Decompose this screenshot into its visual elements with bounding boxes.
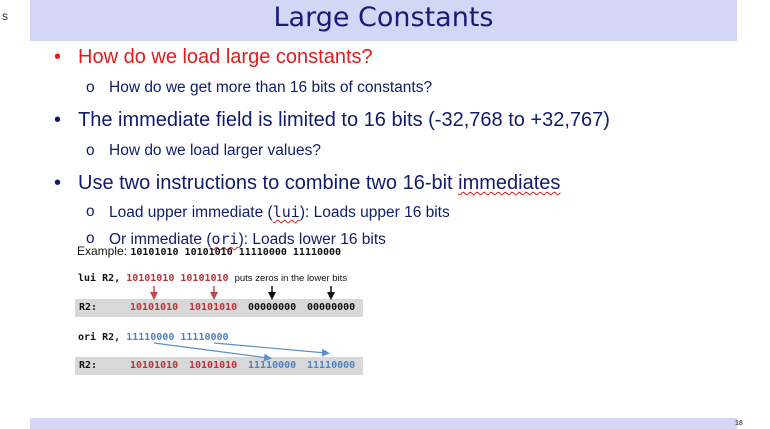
ori-desc-end: ): Loads lower 16 bits bbox=[238, 231, 386, 248]
r2-ori-byte-4: 11110000 bbox=[307, 360, 356, 371]
r2-ori-byte-1: 10101010 bbox=[130, 360, 179, 371]
sub-bullet-symbol: o bbox=[86, 230, 95, 247]
sub-bullet-symbol: o bbox=[86, 79, 95, 96]
sub-bullet-symbol: o bbox=[86, 203, 95, 220]
example-label: Example: bbox=[77, 244, 131, 258]
r2-after-lui: R2: 10101010 10101010 00000000 00000000 bbox=[75, 299, 363, 317]
ori-instruction-line: ori R2, 11110000 11110000 bbox=[78, 332, 229, 343]
bullet-2-text: The immediate field is limited to 16 bit… bbox=[78, 109, 610, 131]
title-bar: Large Constants bbox=[30, 0, 737, 41]
r2-label: R2: bbox=[79, 360, 98, 371]
bullet-3-sub-1-text: Load upper immediate (lui): Loads upper … bbox=[109, 203, 450, 222]
lui-code: lui bbox=[272, 203, 300, 221]
example-value: 10101010 10101010 11110000 11110000 bbox=[130, 247, 342, 258]
bullet-1-sub-1-text: How do we get more than 16 bits of const… bbox=[109, 79, 433, 96]
lui-immediate-2: 10101010 bbox=[180, 273, 229, 284]
bullet-3-text: Use two instructions to combine two 16-b… bbox=[78, 172, 560, 195]
footer-bar bbox=[30, 418, 737, 429]
bullet-1-text: How do we load large constants? bbox=[78, 46, 373, 68]
bullet-dot: • bbox=[54, 109, 62, 131]
lui-instruction: lui R2, bbox=[78, 273, 121, 284]
r2-ori-byte-2: 10101010 bbox=[189, 360, 238, 371]
example-line: Example: 10101010 10101010 11110000 1111… bbox=[77, 244, 341, 258]
lui-note: puts zeros in the lower bits bbox=[234, 273, 348, 284]
r2-ori-byte-3: 11110000 bbox=[248, 360, 297, 371]
bullet-dot: • bbox=[54, 46, 62, 68]
slide-title: Large Constants bbox=[273, 2, 494, 33]
r2-lui-byte-1: 10101010 bbox=[130, 302, 179, 313]
lui-immediate-1: 10101010 bbox=[126, 273, 175, 284]
bullet-3-sub-2-text: Or immediate (ori): Loads lower 16 bits bbox=[109, 230, 386, 249]
ori-desc-start: Or immediate ( bbox=[109, 231, 212, 248]
ori-arrow-2 bbox=[213, 342, 330, 357]
ori-code: ori bbox=[211, 230, 239, 248]
lui-desc-end: ): Loads upper 16 bits bbox=[299, 204, 450, 221]
r2-lui-byte-4: 00000000 bbox=[307, 302, 356, 313]
side-mark: s bbox=[2, 9, 8, 23]
r2-lui-byte-3: 00000000 bbox=[248, 302, 297, 313]
ori-instruction: ori R2, bbox=[78, 332, 121, 343]
bullet-2-sub-1-text: How do we load larger values? bbox=[109, 142, 321, 159]
r2-label: R2: bbox=[79, 302, 98, 313]
page-number: 18 bbox=[735, 420, 743, 427]
ori-immediate-2: 11110000 bbox=[180, 332, 229, 343]
lui-instruction-line: lui R2, 10101010 10101010 puts zeros in … bbox=[78, 273, 347, 284]
bullet-dot: • bbox=[54, 172, 62, 194]
ori-immediate-1: 11110000 bbox=[126, 332, 175, 343]
r2-lui-byte-2: 10101010 bbox=[189, 302, 238, 313]
bullet-3-text-start: Use two instructions to combine two 16-b… bbox=[78, 172, 459, 194]
lui-desc-start: Load upper immediate ( bbox=[109, 204, 273, 221]
sub-bullet-symbol: o bbox=[86, 142, 95, 159]
ori-arrow-1 bbox=[153, 342, 272, 362]
r2-after-ori: R2: 10101010 10101010 11110000 11110000 bbox=[75, 357, 363, 375]
bullet-3-text-squiggle: immediates bbox=[458, 172, 561, 194]
